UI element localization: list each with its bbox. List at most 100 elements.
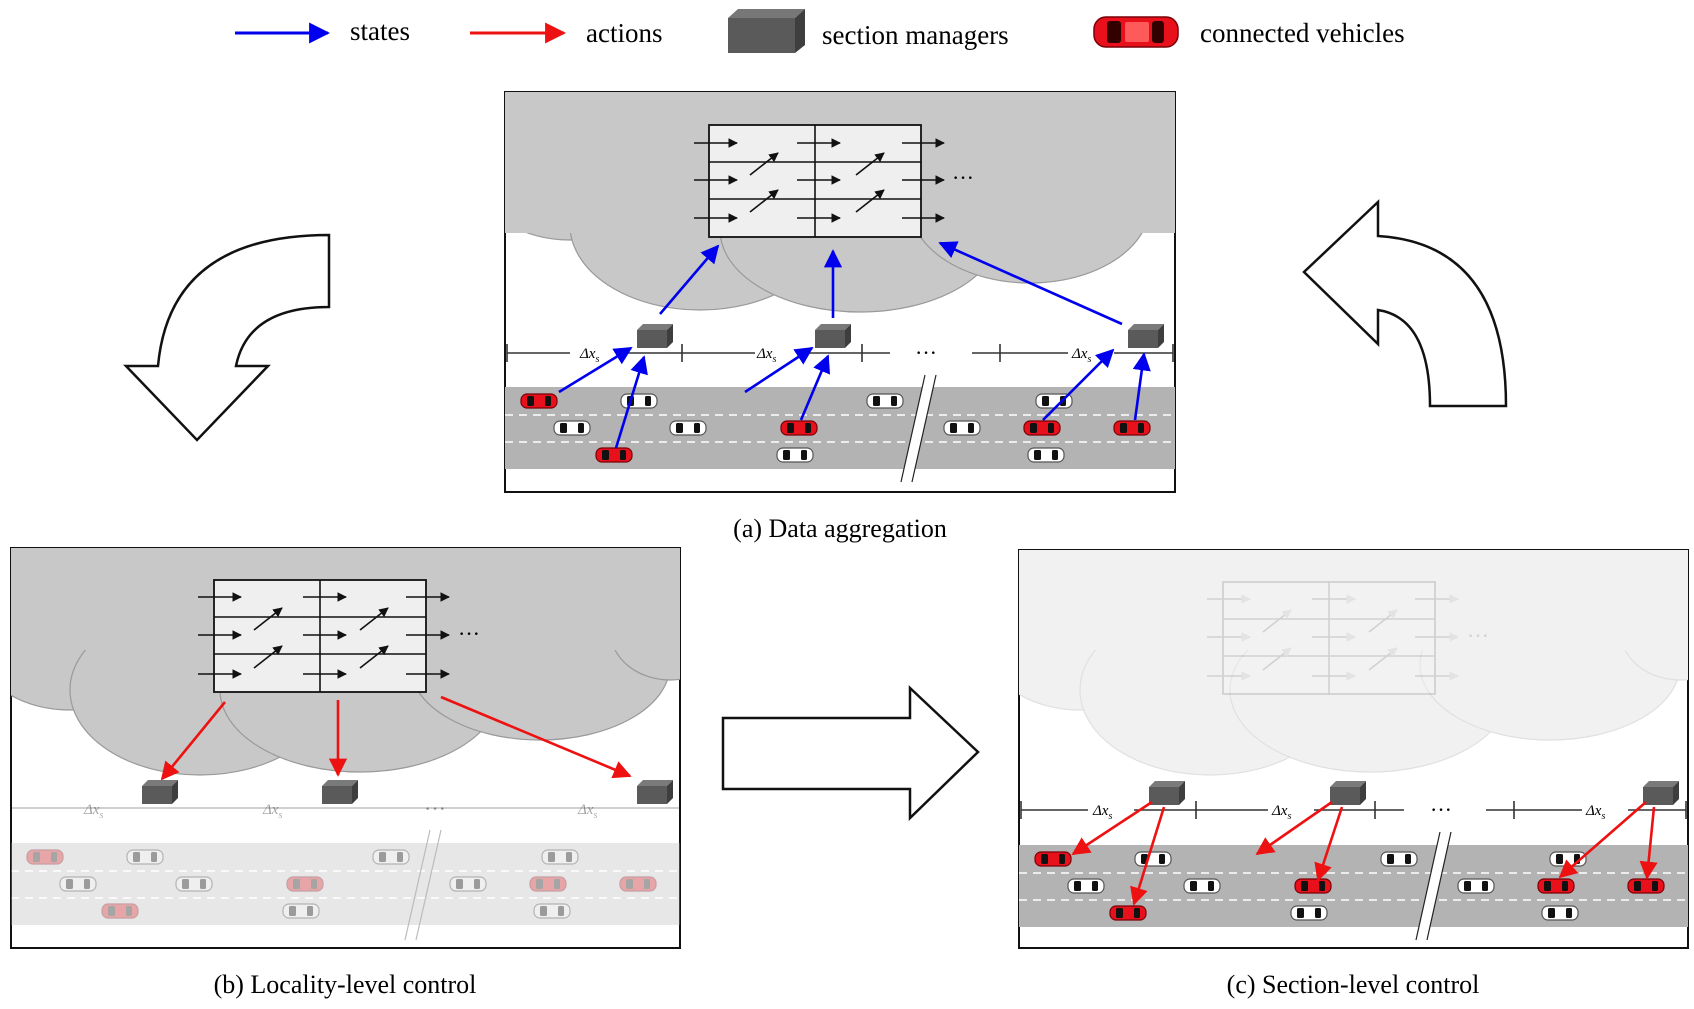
segment-label: Δxs <box>1271 803 1291 822</box>
panel-b-caption: (b) Locality-level control <box>214 970 477 999</box>
legend-states: states <box>235 16 410 46</box>
section-manager <box>322 780 358 804</box>
vehicle <box>175 876 213 892</box>
vehicle <box>533 903 571 919</box>
action-arrow <box>1071 800 1153 856</box>
vehicle <box>449 876 487 892</box>
legend-actions-label: actions <box>586 18 662 48</box>
ellipsis: ··· <box>915 340 937 365</box>
ellipsis: ··· <box>952 165 974 190</box>
vehicle <box>776 447 814 463</box>
connected-vehicle <box>1627 878 1665 894</box>
state-arrow <box>1042 348 1115 421</box>
vehicle <box>282 903 320 919</box>
connected-vehicle <box>101 903 139 919</box>
connected-vehicle <box>619 876 657 892</box>
vehicle <box>1380 851 1418 867</box>
vehicle <box>541 849 579 865</box>
state-arrow <box>558 346 633 394</box>
connected-vehicle <box>529 876 567 892</box>
state-arrow <box>938 241 1123 326</box>
state-arrow <box>799 354 831 421</box>
section-manager <box>1128 324 1164 348</box>
vehicle <box>1183 878 1221 894</box>
ellipsis: ··· <box>458 621 480 646</box>
connected-vehicle <box>1537 878 1575 894</box>
panel-a-road <box>505 374 1175 483</box>
legend-states-label: states <box>350 16 410 46</box>
vehicle <box>1457 878 1495 894</box>
section-manager <box>815 324 851 348</box>
legend-actions: actions <box>470 18 662 48</box>
panel-a-grid: ··· <box>694 124 974 238</box>
vehicle <box>59 876 97 892</box>
ellipsis: ··· <box>1467 623 1489 648</box>
action-arrow <box>1558 801 1647 879</box>
segment-label: Δxs <box>756 346 776 365</box>
vehicle <box>620 393 658 409</box>
section-manager-icon <box>728 9 805 53</box>
legend: states actions section managers connecte… <box>235 9 1405 53</box>
ellipsis: ··· <box>424 796 446 821</box>
vehicle <box>1067 878 1105 894</box>
vehicle <box>553 420 591 436</box>
action-arrow <box>1639 806 1658 880</box>
connected-vehicle <box>780 420 818 436</box>
action-arrow <box>1314 806 1344 882</box>
action-arrow <box>1130 806 1166 906</box>
connected-vehicle <box>1034 851 1072 867</box>
panel-a-caption: (a) Data aggregation <box>733 514 947 543</box>
panel-c-segment-axis: Δxs Δxs Δxs ··· <box>1020 797 1687 822</box>
panel-b-grid: ··· <box>198 579 480 693</box>
segment-label: Δxs <box>262 802 282 821</box>
state-arrow <box>659 244 720 315</box>
panel-b: Δxs Δxs Δxs ··· ··· (b) Local <box>10 547 681 999</box>
vehicle <box>1027 447 1065 463</box>
vehicle <box>1541 905 1579 921</box>
curved-arrow-up-left-icon <box>1302 199 1508 408</box>
section-manager <box>637 324 673 348</box>
connected-vehicle <box>520 393 558 409</box>
section-manager <box>1643 781 1679 805</box>
connected-vehicle <box>1294 878 1332 894</box>
section-manager <box>142 780 178 804</box>
vehicle <box>1290 905 1328 921</box>
legend-connected-vehicles-label: connected vehicles <box>1200 18 1405 48</box>
section-managers-layer <box>142 324 1679 805</box>
segment-label: Δxs <box>83 802 103 821</box>
legend-section-managers-label: section managers <box>822 20 1009 50</box>
vehicle <box>866 393 904 409</box>
legend-connected-vehicles: connected vehicles <box>1093 16 1405 48</box>
curved-arrow-down-left-icon <box>123 233 331 442</box>
vehicle <box>943 420 981 436</box>
segment-label: Δxs <box>1092 803 1112 822</box>
connected-vehicle <box>1113 420 1151 436</box>
connected-vehicle <box>595 447 633 463</box>
vehicle <box>126 849 164 865</box>
connected-vehicle <box>1023 420 1061 436</box>
panel-c-caption: (c) Section-level control <box>1227 970 1480 999</box>
panel-c: Δxs Δxs Δxs ··· ··· (c) Secti <box>1018 549 1689 999</box>
cycle-arrows <box>123 199 1508 821</box>
segment-label: Δxs <box>1071 346 1091 365</box>
vehicle <box>372 849 410 865</box>
connected-vehicle <box>26 849 64 865</box>
connected-vehicle-icon <box>1093 16 1179 48</box>
segment-label: Δxs <box>579 346 599 365</box>
section-manager <box>1149 781 1185 805</box>
section-manager <box>1330 781 1366 805</box>
state-arrow <box>744 346 814 394</box>
block-arrow-right-icon <box>721 685 980 821</box>
action-arrow <box>1255 800 1333 856</box>
action-arrow <box>160 701 227 781</box>
vehicle <box>1134 851 1172 867</box>
state-arrow <box>1132 352 1151 421</box>
panel-c-grid: ··· <box>1207 581 1489 695</box>
state-arrow <box>614 355 648 449</box>
section-manager <box>637 780 673 804</box>
ellipsis: ··· <box>1430 797 1452 822</box>
legend-section-managers: section managers <box>728 9 1009 53</box>
panel-b-segment-labels: Δxs Δxs Δxs ··· <box>83 796 597 821</box>
vehicle <box>669 420 707 436</box>
